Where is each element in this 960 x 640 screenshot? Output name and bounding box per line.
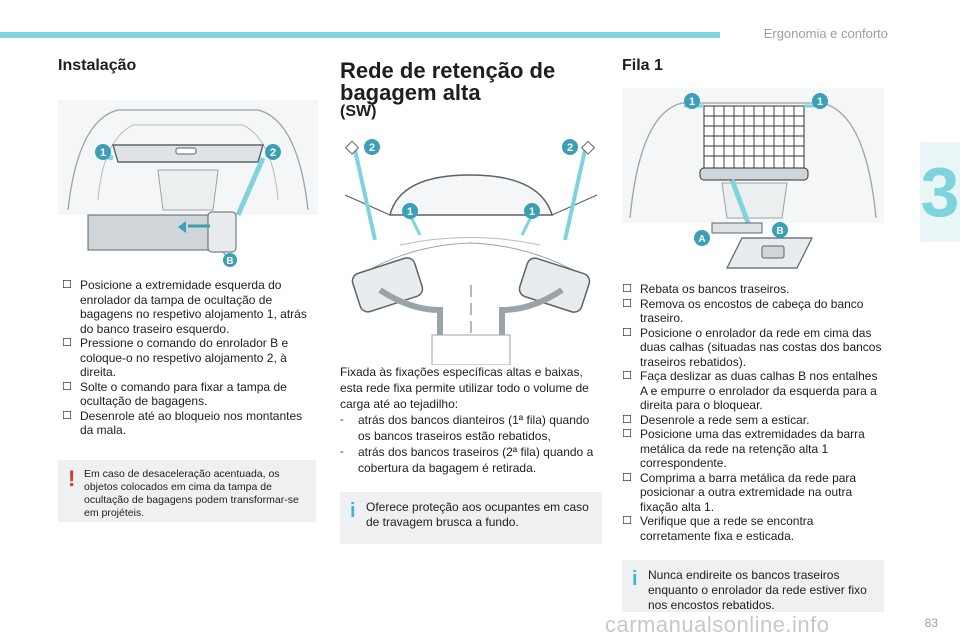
top-accent-bar — [0, 32, 720, 38]
info-icon: i — [632, 568, 638, 590]
checkbox-icon: ☐ — [622, 515, 632, 527]
warning-icon: ! — [68, 466, 76, 491]
list-item: ☐Faça deslizar as duas calhas B nos enta… — [622, 369, 878, 412]
net-figure: 2 2 1 1 — [344, 139, 598, 365]
fig1-label-b: B — [226, 256, 233, 267]
checkbox-icon: ☐ — [622, 370, 632, 382]
fig3-label-1a: 1 — [689, 96, 695, 108]
info-icon: i — [350, 500, 356, 522]
net-subtitle: (SW) — [340, 103, 377, 120]
checkbox-icon: ☐ — [62, 409, 72, 422]
checkbox-icon: ☐ — [62, 337, 72, 349]
checkbox-icon: ☐ — [622, 471, 632, 484]
section-name: Ergonomia e conforto — [763, 26, 888, 41]
fig2-label-1a: 1 — [407, 206, 413, 218]
warning-note: ! Em caso de desaceleração acentuada, os… — [58, 460, 316, 522]
row1-title: Fila 1 — [622, 57, 663, 74]
fig3-label-a: A — [698, 234, 705, 245]
list-item: ☐Posicione a extremidade esquerda do enr… — [62, 278, 307, 336]
installation-figure: 1 2 B — [58, 100, 318, 267]
page-number: 83 — [924, 616, 938, 630]
list-item: ☐Comprima a barra metálica da rede para … — [622, 470, 857, 514]
net-intro: Fixada às fixações específicas altas e b… — [340, 365, 589, 411]
checkbox-icon: ☐ — [62, 380, 72, 393]
fig1-label-2: 2 — [270, 147, 276, 159]
checkbox-icon: ☐ — [622, 428, 632, 440]
list-item: -atrás dos bancos dianteiros (1ª fila) q… — [340, 413, 590, 443]
list-item: ☐Pressione o comando do enrolador B e co… — [62, 336, 289, 379]
checkbox-icon: ☐ — [622, 413, 632, 426]
info-note-row1: i Nunca endireite os bancos traseiros en… — [622, 560, 884, 612]
list-item: ☐Posicione uma das extremidades da barra… — [622, 427, 865, 470]
fig2-label-2a: 2 — [369, 142, 375, 154]
installation-title: Instalação — [58, 57, 137, 74]
checkbox-icon: ☐ — [62, 279, 72, 291]
list-item: ☐Desenrole até ao bloqueio nos montantes… — [62, 408, 303, 438]
fig3-label-1b: 1 — [817, 96, 823, 108]
info-note: i Oferece proteção aos ocupantes em caso… — [340, 492, 602, 544]
fig2-label-1b: 1 — [529, 206, 535, 218]
list-item: ☐Desenrole a rede sem a esticar. — [622, 412, 810, 427]
net-title: Rede de retenção de bagagem alta — [340, 58, 556, 105]
watermark: carmanualsonline.info — [605, 612, 830, 637]
list-item: ☐Rebata os bancos traseiros. — [622, 282, 790, 296]
fig1-label-1: 1 — [100, 147, 106, 159]
chapter-tab: 3 — [920, 142, 960, 242]
row1-steps: ☐Rebata os bancos traseiros. ☐Remova os … — [622, 282, 884, 543]
list-item: ☐Remova os encostos de cabeça do banco t… — [622, 296, 864, 326]
list-item: ☐Posicione o enrolador da rede em cima d… — [622, 325, 882, 369]
fig3-label-b: B — [776, 226, 783, 237]
checkbox-icon: ☐ — [622, 297, 632, 310]
checkbox-icon: ☐ — [622, 326, 632, 339]
row1-figure: 1 1 A B — [622, 88, 884, 269]
fig2-label-2b: 2 — [567, 142, 573, 154]
list-item: ☐Verifique que a rede se encontra corret… — [622, 514, 814, 543]
installation-steps: ☐Posicione a extremidade esquerda do enr… — [62, 278, 314, 438]
list-item: -atrás dos bancos traseiros (2ª fila) qu… — [340, 445, 594, 475]
list-item: ☐Solte o comando para fixar a tampa de o… — [62, 379, 287, 409]
checkbox-icon: ☐ — [622, 283, 632, 295]
net-description: Fixada às fixações específicas altas e b… — [340, 364, 602, 476]
